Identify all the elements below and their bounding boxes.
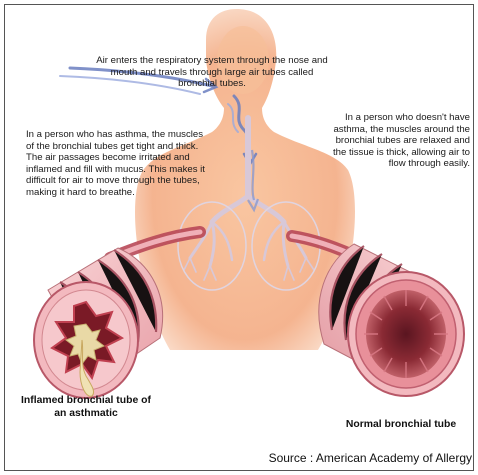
intro-text: Air enters the respiratory system throug…: [96, 55, 328, 90]
source-credit: Source : American Academy of Allergy: [190, 451, 472, 465]
normal-description: In a person who doesn't have asthma, the…: [328, 112, 470, 170]
asthma-description: In a person who has asthma, the muscles …: [26, 129, 206, 199]
normal-tube-caption: Normal bronchial tube: [330, 418, 472, 431]
inflamed-tube-caption: Inflamed bronchial tube of an asthmatic: [16, 394, 156, 420]
normal-tube-icon: [319, 244, 464, 396]
inflamed-tube-icon: [34, 248, 163, 398]
